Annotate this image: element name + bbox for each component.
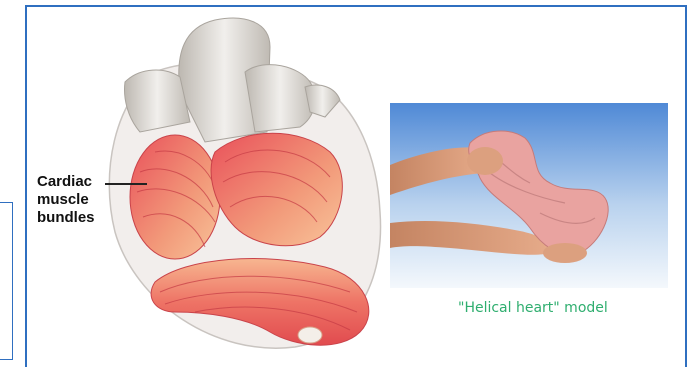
label-line-3: bundles — [37, 209, 95, 227]
label-line-1: Cardiac — [37, 173, 95, 191]
vena-cava-vessel — [125, 70, 190, 132]
outer-frame-top-edge — [0, 202, 12, 203]
outer-frame-bottom-edge — [0, 359, 12, 360]
heart-illustration — [95, 12, 395, 367]
label-leader-line — [105, 183, 147, 185]
muscle-bundle-left — [130, 135, 220, 259]
cardiac-muscle-label: Cardiac muscle bundles — [37, 173, 95, 227]
hand-lower — [543, 243, 587, 263]
hand-upper — [467, 147, 503, 175]
label-line-2: muscle — [37, 191, 95, 209]
apex-opening — [298, 327, 322, 343]
outer-frame-left-edge — [12, 202, 13, 360]
helical-heart-photo — [390, 103, 668, 288]
photo-caption: "Helical heart" model — [458, 300, 608, 316]
pulmonary-vessel — [245, 65, 315, 132]
